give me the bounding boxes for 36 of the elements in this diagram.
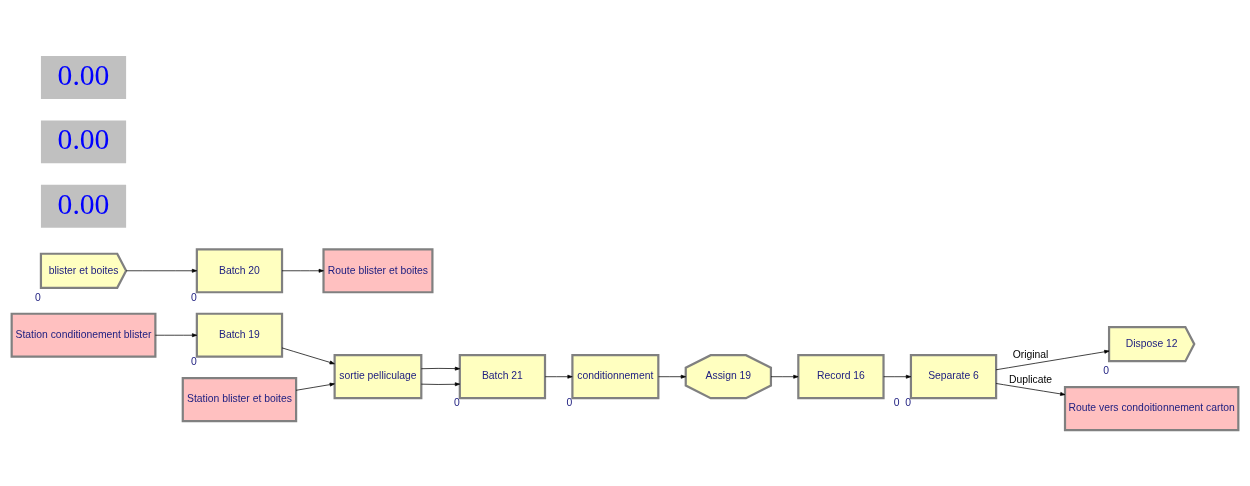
node-label: 0 — [191, 356, 197, 367]
node-label: 0 — [566, 397, 573, 409]
label: 0.00 — [57, 187, 110, 220]
node-box: Batch 21 — [458, 354, 547, 400]
arrow — [883, 374, 912, 379]
arrow — [770, 374, 799, 379]
arrow — [295, 382, 335, 391]
node-box: Station conditionement blister — [10, 312, 157, 358]
arrow — [281, 268, 324, 273]
label: 0.00 — [57, 58, 110, 91]
arrow — [544, 374, 573, 379]
node-label: 0 — [35, 291, 41, 303]
arrow — [995, 349, 1110, 371]
node-box: Batch 20 — [195, 248, 284, 294]
arrow — [658, 374, 686, 379]
node-box: Separate 6 — [909, 354, 998, 400]
arrow — [155, 333, 198, 338]
node-box: Station blister et boites — [181, 377, 298, 423]
arrow — [281, 347, 335, 365]
arrow — [125, 268, 198, 273]
label: 0.00 — [57, 123, 110, 156]
node-box: Record 16 — [797, 354, 885, 400]
node-box: Batch 19 — [195, 312, 284, 358]
node-label: 0 — [191, 291, 197, 303]
node-label: 0 — [1103, 364, 1109, 376]
arrow — [421, 382, 461, 387]
arrow — [995, 383, 1066, 396]
edge-label: Duplicate — [1008, 373, 1053, 385]
node-box: sortie pelliculage — [333, 354, 423, 400]
node-box: Route vers condoitionnement carton — [1063, 385, 1240, 432]
node-label: 0 — [453, 397, 460, 409]
node-label: 0 0 — [893, 397, 912, 409]
arrow — [421, 366, 461, 371]
node-box: Route blister et boites — [322, 248, 434, 294]
edge-label: Original — [1012, 349, 1049, 361]
node-box: conditionnement — [571, 354, 660, 400]
